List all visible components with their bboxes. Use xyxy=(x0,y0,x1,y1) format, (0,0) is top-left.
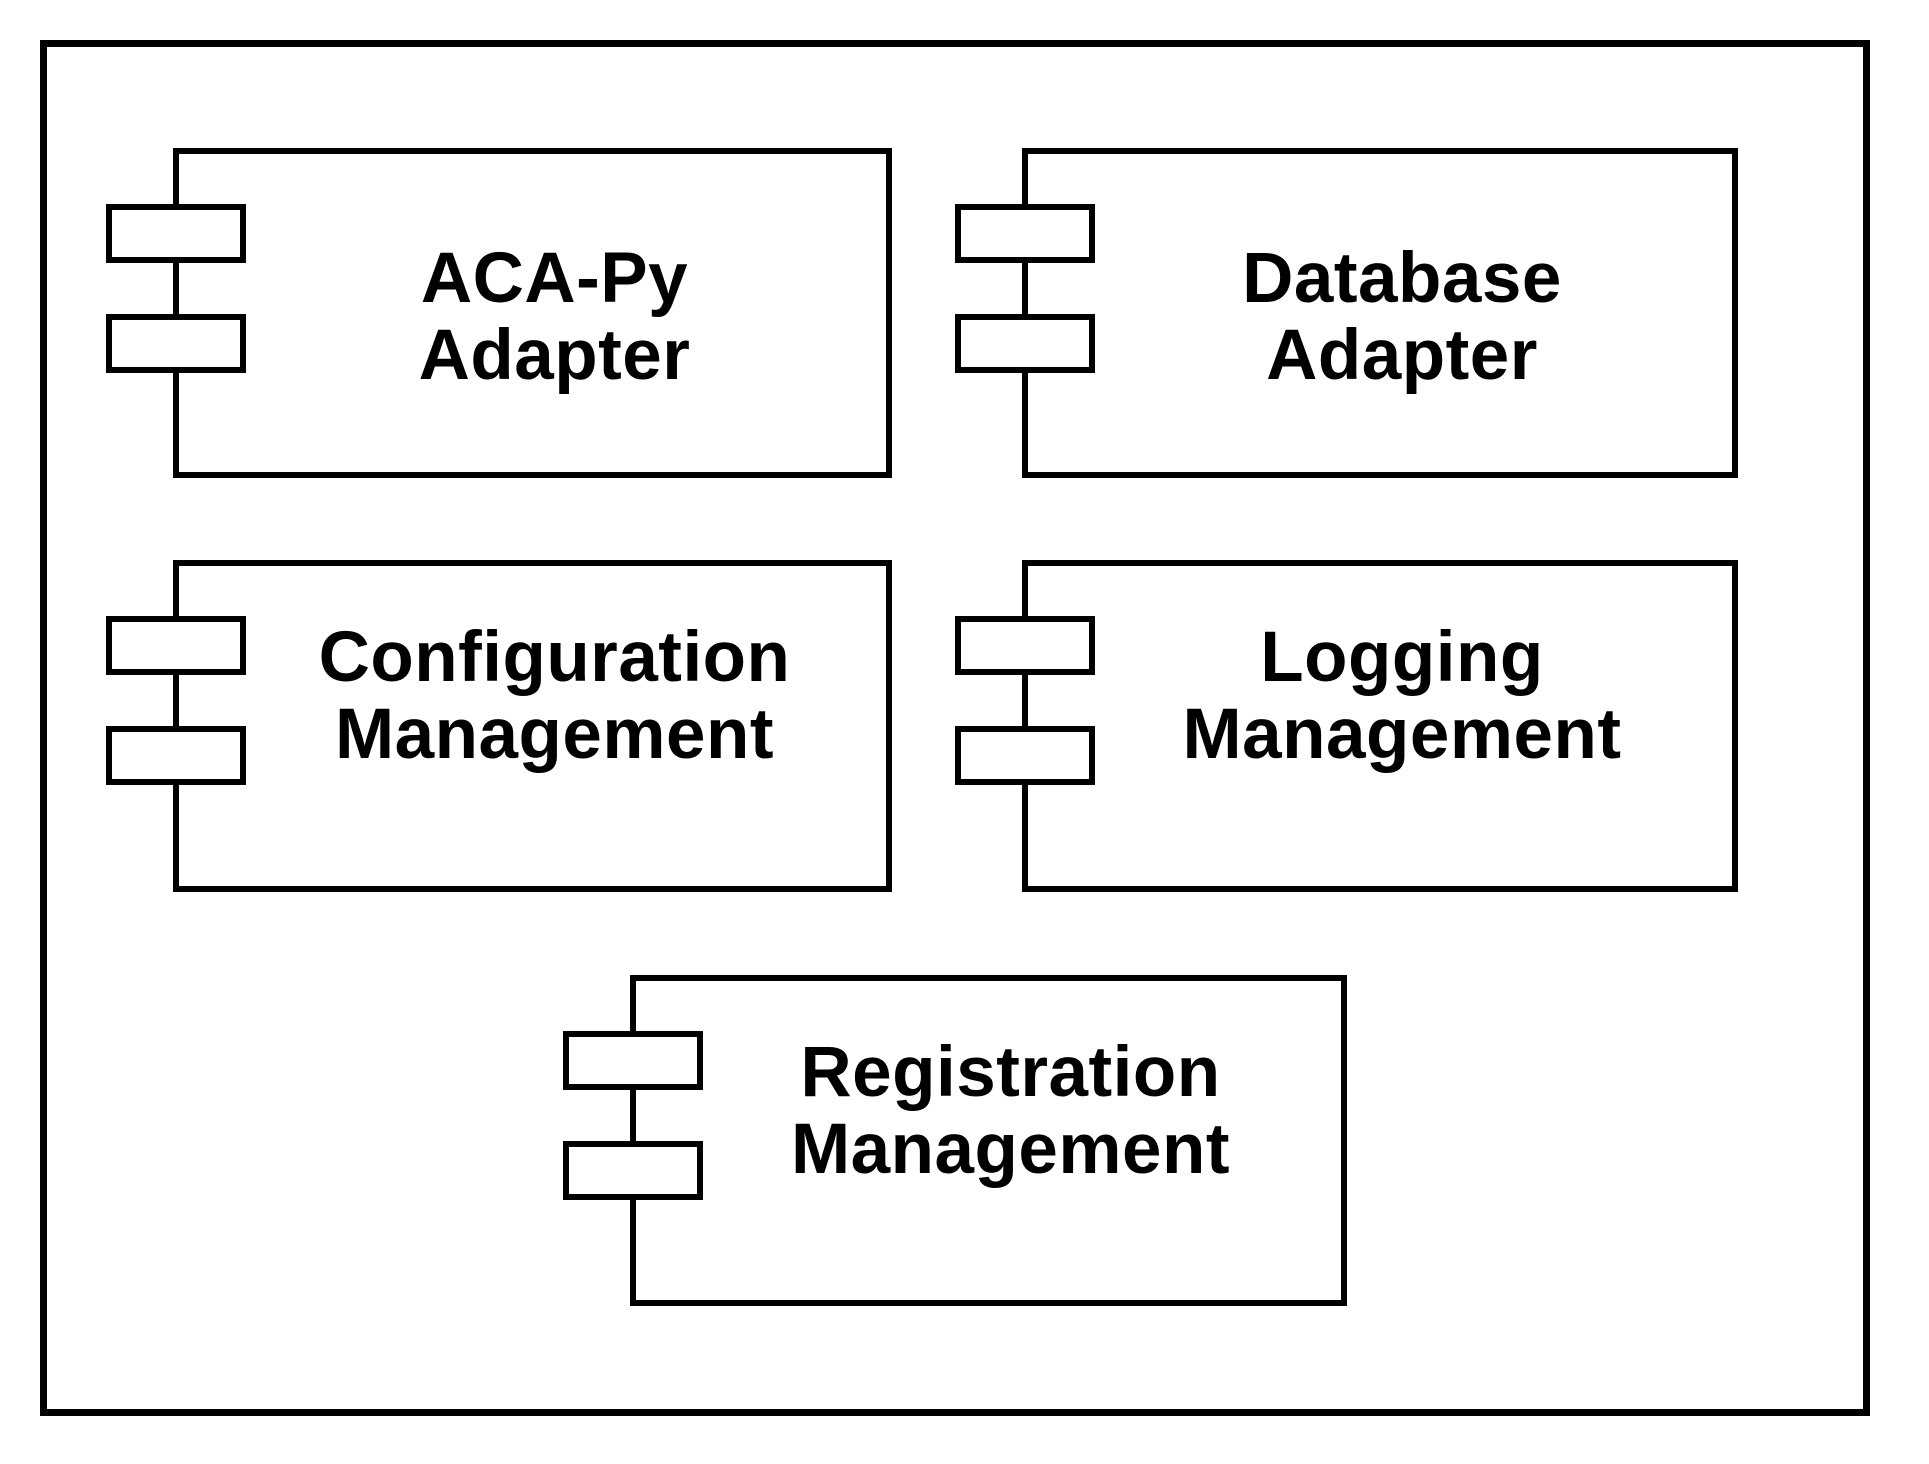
component-port-icon xyxy=(955,204,1095,263)
component-port-icon xyxy=(955,616,1095,675)
component-port-icon xyxy=(563,1031,703,1090)
component-label-line1: ACA-Py xyxy=(420,239,689,318)
component-label-line2: Adapter xyxy=(1266,316,1538,395)
component-label-line1: Database xyxy=(1242,239,1562,318)
component-label-line2: Management xyxy=(335,695,774,774)
component-port-icon xyxy=(106,204,246,263)
component-port-icon xyxy=(955,726,1095,785)
component-label-line1: Logging xyxy=(1260,618,1544,697)
component-port-icon xyxy=(106,726,246,785)
component-label-line1: Configuration xyxy=(318,618,791,697)
component-label-line1: Registration xyxy=(800,1033,1221,1112)
component-port-icon xyxy=(955,314,1095,373)
component-label-line2: Adapter xyxy=(418,316,691,395)
component-port-icon xyxy=(563,1141,703,1200)
component-label-line2: Management xyxy=(791,1110,1230,1189)
component-port-icon xyxy=(106,314,246,373)
component-label-line2: Management xyxy=(1182,695,1622,774)
component-port-icon xyxy=(106,616,246,675)
